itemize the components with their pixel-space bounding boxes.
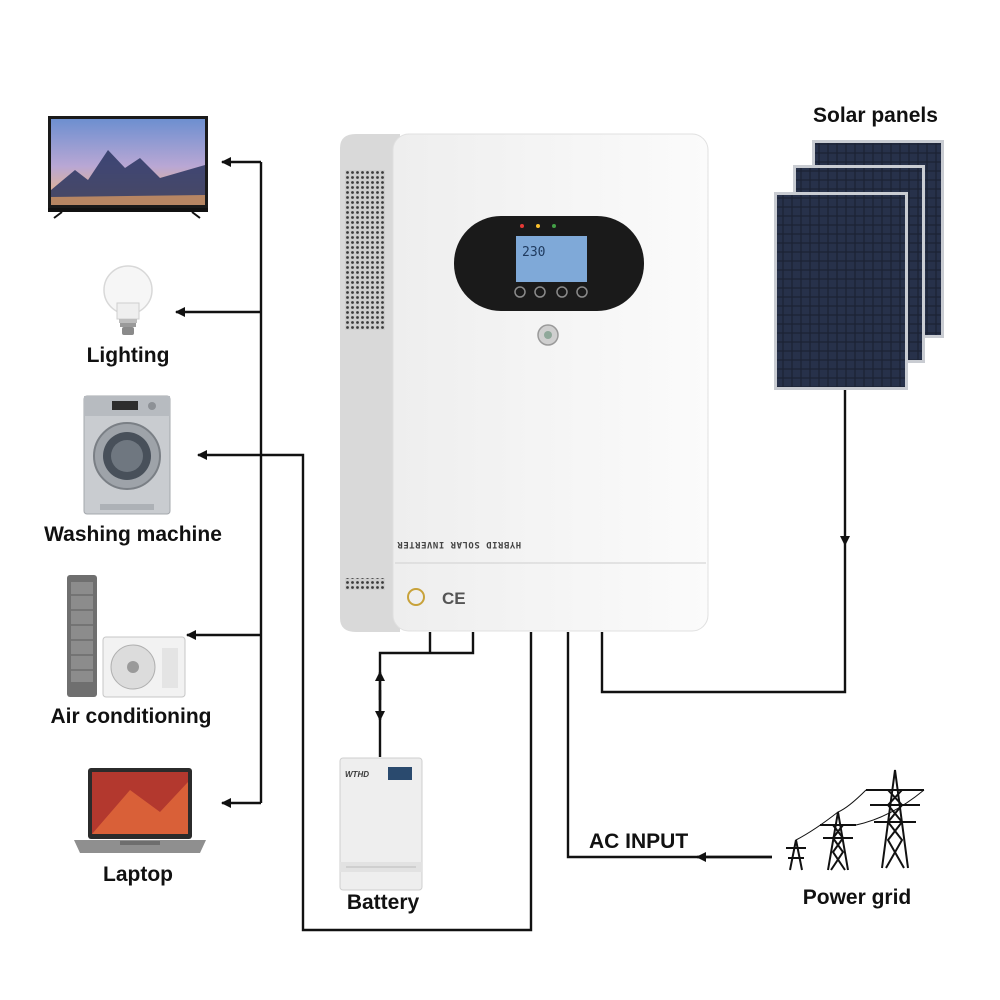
battery-link-line [378, 632, 475, 757]
tv-icon [48, 116, 208, 219]
light-bulb-icon [103, 265, 153, 335]
solar-to-inverter-line [600, 545, 847, 694]
inverter-icon: 230 HYBRID SOLAR INVERTER CE [340, 133, 709, 632]
lcd-readout: 230 [522, 245, 545, 260]
solar-panels-label: Solar panels [813, 104, 938, 127]
inverter-name-plate: HYBRID SOLAR INVERTER [397, 539, 521, 549]
ce-mark: CE [442, 589, 466, 608]
connection-lines [175, 157, 850, 932]
washing-machine-label: Washing machine [44, 523, 222, 546]
ac-input-label: AC INPUT [589, 830, 689, 853]
solar-panel-icon [774, 140, 944, 390]
washing-machine-icon [83, 395, 171, 515]
inverter-output-loop [197, 450, 533, 932]
lighting-label: Lighting [86, 344, 170, 367]
laptop-icon [74, 768, 206, 853]
power-grid-label: Power grid [802, 886, 912, 909]
battery-brand: WTHD [345, 770, 369, 779]
laptop-label: Laptop [103, 863, 173, 886]
power-tower-icon [786, 769, 925, 871]
battery-label: Battery [346, 891, 420, 914]
battery-icon: WTHD [339, 757, 423, 891]
air-conditioning-label: Air conditioning [50, 705, 212, 728]
air-conditioner-icon [67, 575, 186, 698]
grid-to-inverter-line [566, 632, 772, 859]
